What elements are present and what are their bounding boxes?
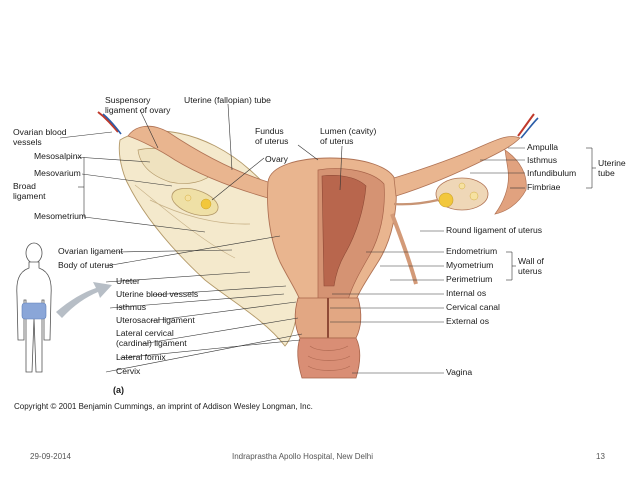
label-fundus: Fundus of uterus [255,126,289,146]
label-cervix: Cervix [116,366,141,376]
label-uterine-blood-vessels: Uterine blood vessels [116,289,199,299]
body-silhouette-icon [16,242,52,373]
label-wall-of-uterus: Wall of uterus [518,256,544,276]
round-ligament-shape [390,213,418,285]
label-lateral-cervical-ligament: Lateral cervical (cardinal) ligament [116,328,187,348]
label-uterine-tube-group: Uterine tube [598,158,626,178]
footer-page-number: 13 [596,452,605,461]
label-isthmus-left: Isthmus [116,302,147,312]
label-ovarian-blood-vessels: Ovarian blood vessels [13,127,67,147]
pelvic-region-highlight [21,302,47,320]
label-ureter: Ureter [116,276,140,286]
copyright-notice: Copyright © 2001 Benjamin Cummings, an i… [14,402,313,411]
label-round-ligament: Round ligament of uterus [446,225,543,235]
label-endometrium: Endometrium [446,246,498,256]
label-body-of-uterus: Body of uterus [58,260,114,270]
label-infundibulum: Infundibulum [527,168,577,178]
label-ovarian-ligament: Ovarian ligament [58,246,123,256]
label-lateral-fornix: Lateral fornix [116,352,166,362]
label-vagina: Vagina [446,367,473,377]
footer-date: 29-09-2014 [30,452,71,461]
footer-center-text: Indraprastha Apollo Hospital, New Delhi [232,452,373,461]
figure-letter: (a) [113,385,124,395]
label-mesosalpinx: Mesosalpinx [34,151,82,161]
label-uterosacral-ligament: Uterosacral ligament [116,315,195,325]
label-broad-ligament: Broad ligament [13,181,46,201]
label-internal-os: Internal os [446,288,487,298]
label-ampulla: Ampulla [527,142,559,152]
leader-lines-right [330,147,596,374]
uterine-cavity-shape [321,175,367,287]
pointer-arrow-icon [56,282,112,318]
label-suspensory-ligament: Suspensory ligament of ovary [105,95,171,115]
label-cervical-canal: Cervical canal [446,302,500,312]
label-ovary: Ovary [265,154,288,164]
label-fimbriae: Fimbriae [527,182,561,192]
vagina-shape [297,337,361,379]
label-external-os: External os [446,316,489,326]
label-myometrium: Myometrium [446,260,494,270]
label-isthmus-right: Isthmus [527,155,558,165]
fimbriae-shape [494,149,527,215]
right-uterine-tube [393,136,521,197]
leader-lines-left [59,103,343,373]
label-perimetrium: Perimetrium [446,274,493,284]
label-uterine-tube-top: Uterine (fallopian) tube [184,95,271,105]
label-lumen: Lumen (cavity) of uterus [320,126,377,146]
left-uterine-tube [127,125,269,199]
label-mesovarium: Mesovarium [34,168,81,178]
label-mesometrium: Mesometrium [34,211,87,221]
